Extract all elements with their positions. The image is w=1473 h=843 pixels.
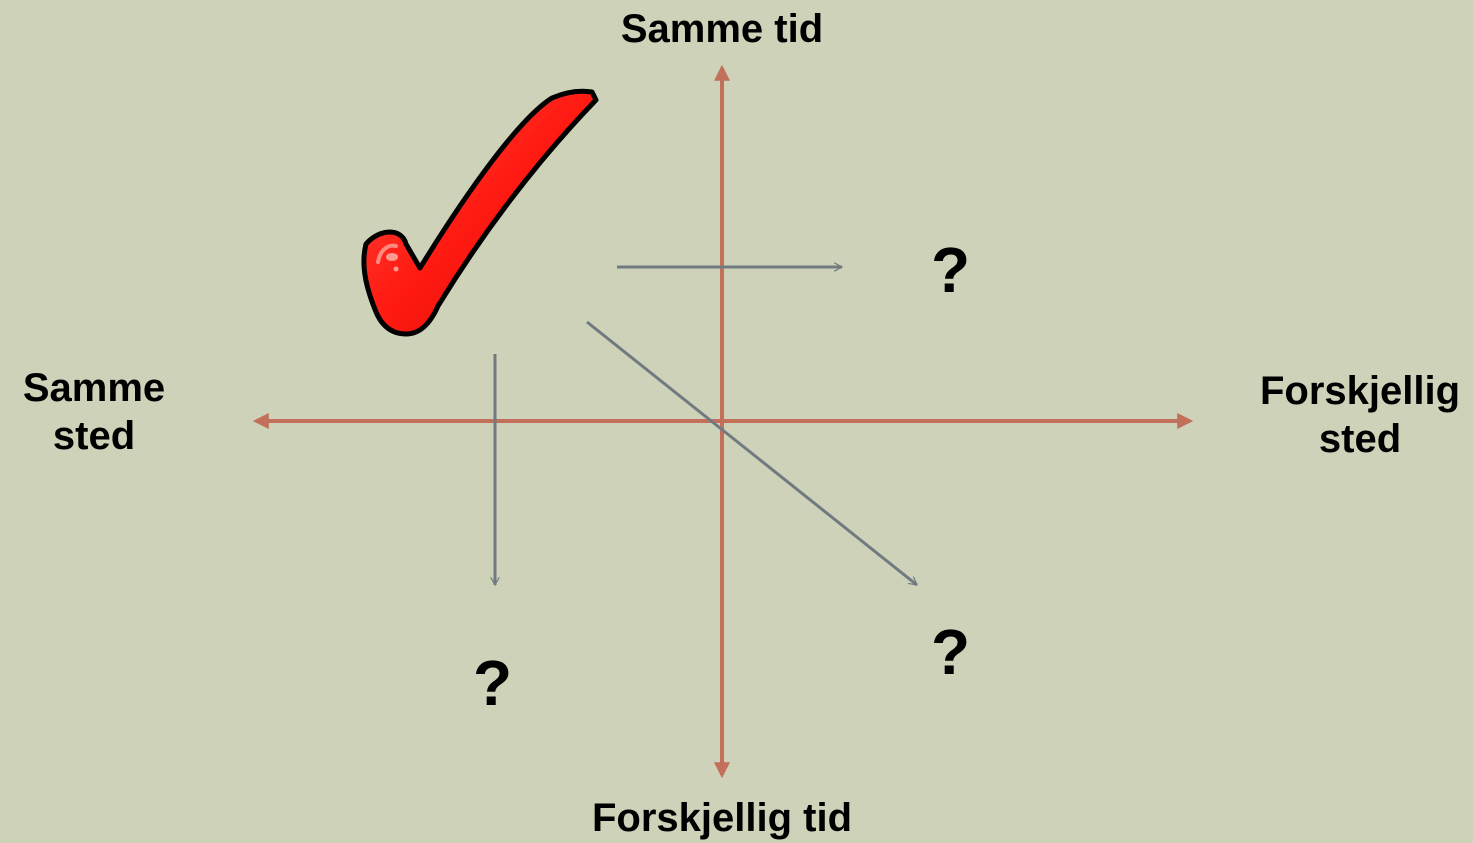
question-mark-bottom-right: ? <box>931 616 971 688</box>
question-mark-bottom-left: ? <box>473 647 513 719</box>
axis-label-left: Samme sted <box>22 366 166 458</box>
axis-label-right: Forskjellig sted <box>1259 369 1461 461</box>
checkmark-icon <box>361 88 599 337</box>
axis-label-bottom: Forskjellig tid <box>591 796 853 840</box>
axis-label-top: Samme tid <box>620 7 824 51</box>
question-mark-top-right: ? <box>931 234 971 306</box>
arrow-to-bottom-right <box>586 320 917 587</box>
